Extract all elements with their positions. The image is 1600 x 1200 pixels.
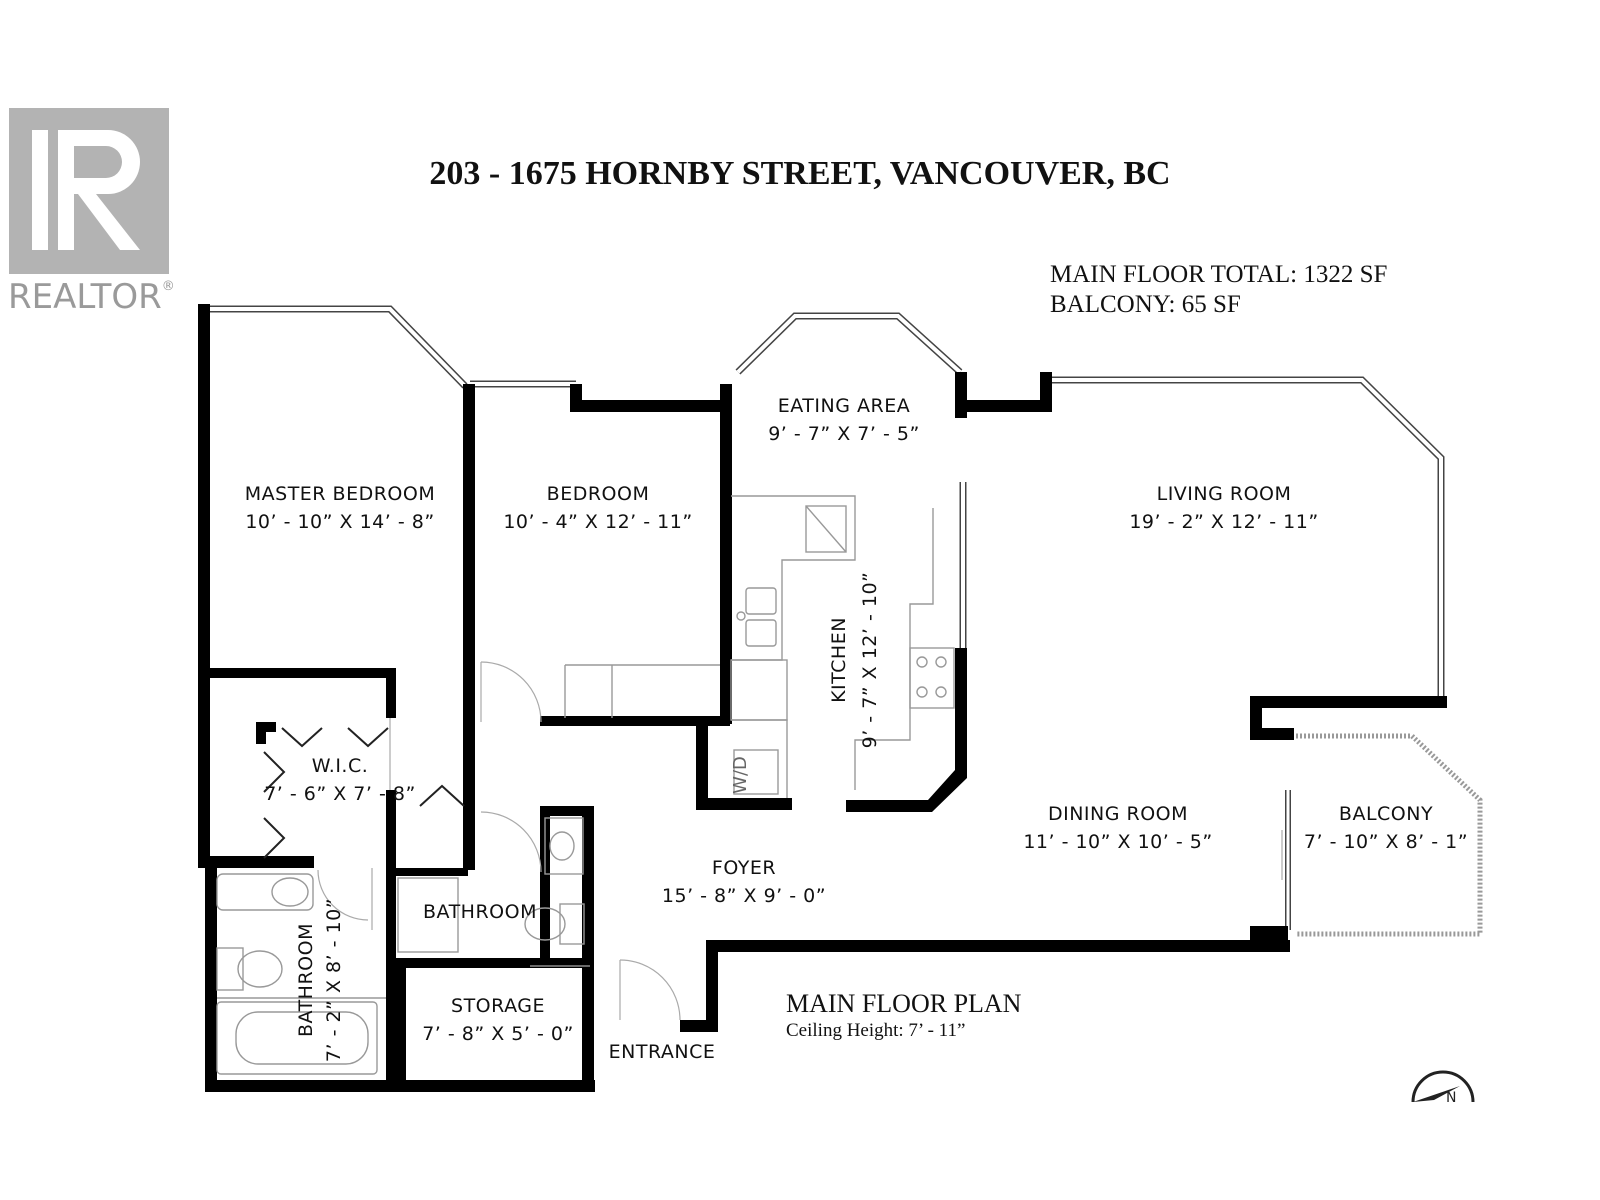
foyer-dims: 15’ - 8” X 9’ - 0” — [662, 885, 826, 907]
main-floor-total: MAIN FLOOR TOTAL: 1322 SF — [1050, 261, 1387, 288]
washer-dryer-label: W/D — [730, 756, 751, 794]
svg-text:N: N — [1446, 1090, 1456, 1106]
foyer-name: FOYER — [712, 857, 776, 879]
storage-name: STORAGE — [451, 995, 545, 1017]
walls — [198, 304, 1447, 1092]
kitchen-name: KITCHEN — [828, 617, 850, 703]
room-labels: MASTER BEDROOM 10’ - 10” X 14’ - 8” BEDR… — [245, 395, 1468, 1063]
north-arrow-icon: N — [1411, 1070, 1475, 1106]
eating-area-name: EATING AREA — [778, 395, 910, 417]
master-bedroom-dims: 10’ - 10” X 14’ - 8” — [245, 511, 434, 533]
ceiling-height: Ceiling Height: 7’ - 11” — [786, 1020, 965, 1041]
door-swings — [317, 661, 1283, 1021]
balcony-total: BALCONY: 65 SF — [1050, 291, 1241, 318]
eating-area-dims: 9’ - 7” X 7’ - 5” — [768, 423, 920, 445]
storage-dims: 7’ - 8” X 5’ - 0” — [422, 1023, 574, 1045]
kitchen-fixtures — [564, 495, 955, 798]
balcony-dims: 7’ - 10” X 8’ - 1” — [1304, 831, 1468, 853]
living-room-dims: 19’ - 2” X 12’ - 11” — [1129, 511, 1318, 533]
master-bedroom-name: MASTER BEDROOM — [245, 483, 435, 505]
dining-room-dims: 11’ - 10” X 10’ - 5” — [1023, 831, 1212, 853]
dining-room-name: DINING ROOM — [1048, 803, 1188, 825]
living-room-name: LIVING ROOM — [1157, 483, 1292, 505]
windows — [208, 305, 1445, 930]
bathroom-fixtures — [216, 817, 585, 1075]
ensuite-bathroom-dims: 7’ - 2” X 8’ - 10” — [323, 898, 345, 1062]
balcony-name: BALCONY — [1339, 803, 1433, 825]
realtor-r-logo — [9, 108, 169, 274]
closet-doors — [263, 727, 465, 859]
bedroom-dims: 10’ - 4” X 12’ - 11” — [503, 511, 692, 533]
entrance-name: ENTRANCE — [609, 1041, 716, 1063]
kitchen-dims: 9’ - 7” X 12’ - 10” — [859, 572, 881, 749]
realtor-brand-text: REALTOR® — [8, 277, 175, 317]
bedroom-name: BEDROOM — [547, 483, 650, 505]
page-title: 203 - 1675 HORNBY STREET, VANCOUVER, BC — [429, 155, 1170, 192]
wic-name: W.I.C. — [312, 755, 369, 777]
wic-dims: 7’ - 6” X 7’ - 8” — [264, 783, 416, 805]
plan-title: MAIN FLOOR PLAN — [786, 989, 1022, 1018]
ensuite-bathroom-name: BATHROOM — [295, 923, 317, 1037]
balcony-railing — [1296, 733, 1483, 937]
bathroom-name: BATHROOM — [423, 901, 537, 923]
